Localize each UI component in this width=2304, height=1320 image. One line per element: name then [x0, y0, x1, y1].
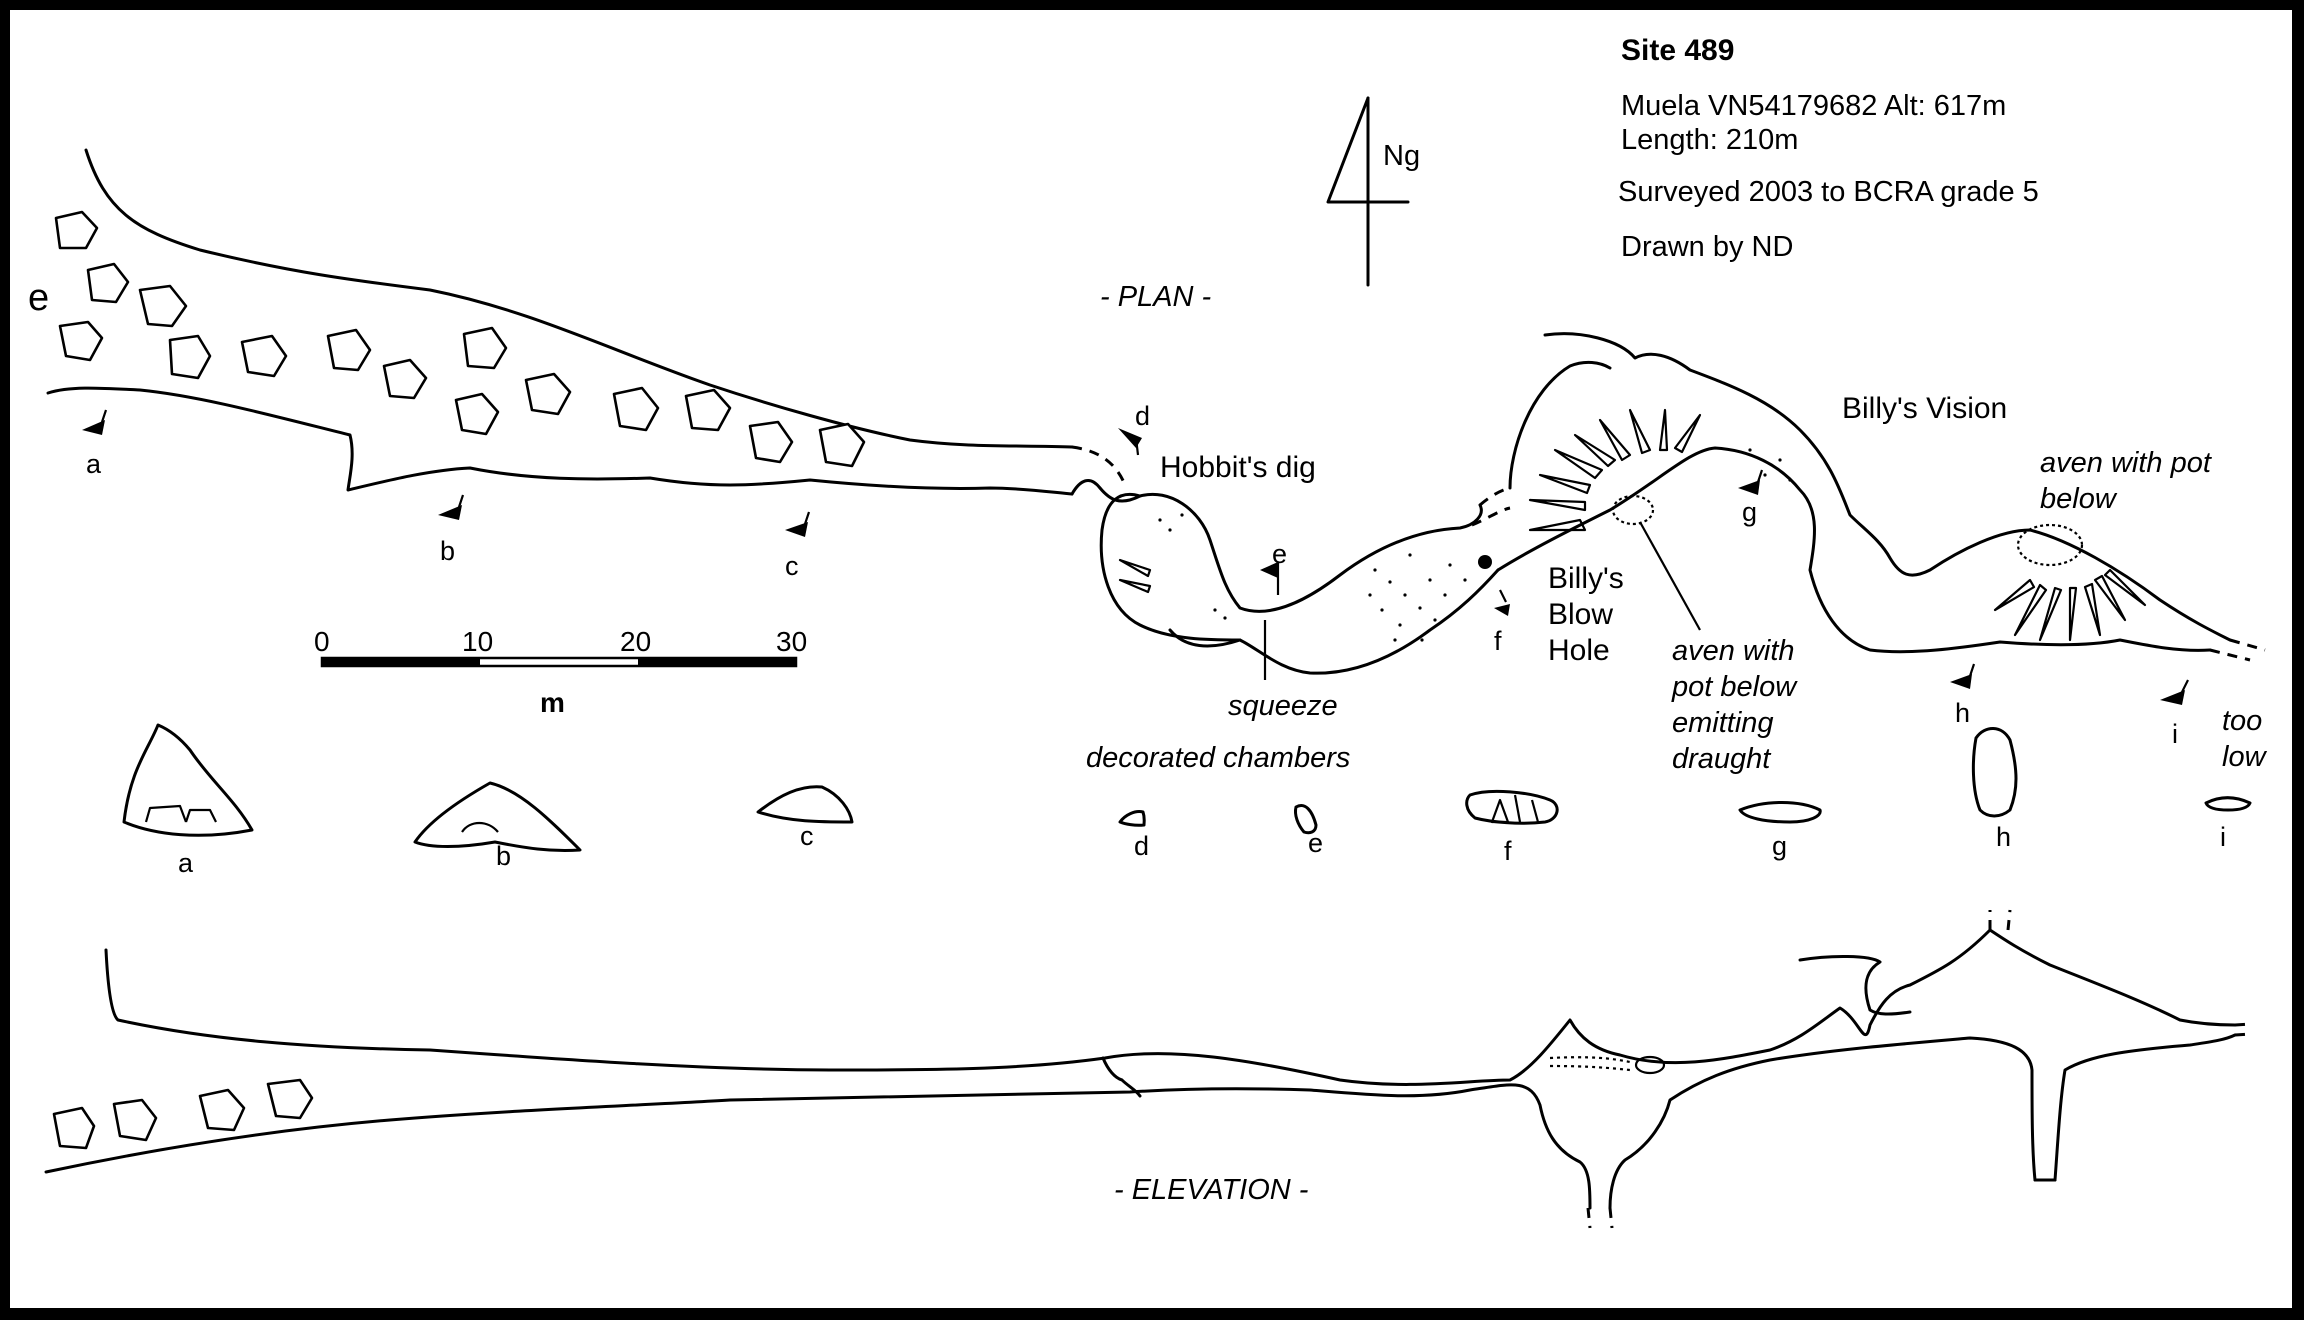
marker-label-b: b	[440, 536, 455, 566]
cross-section-d	[1118, 810, 1146, 827]
surveyed-text: Surveyed 2003 to BCRA grade 5	[1618, 176, 2039, 208]
label-aven-pot-1: aven with pot	[2040, 447, 2213, 479]
marker-label-a: a	[86, 449, 102, 479]
section-label-b: b	[496, 841, 511, 871]
marker-label-h: h	[1955, 698, 1970, 728]
section-marker-c	[785, 511, 811, 537]
plan-entrance-passage	[46, 148, 1074, 496]
marker-label-f: f	[1494, 626, 1502, 656]
label-decorated-chambers: decorated chambers	[1086, 742, 1350, 774]
scale-tick-20: 20	[620, 626, 651, 657]
label-aven-draught-4: draught	[1672, 743, 1772, 775]
elevation-boulders	[52, 1078, 314, 1150]
label-too-low-1: too	[2222, 705, 2262, 737]
marker-label-e: e	[1272, 539, 1287, 569]
elevation-label: - ELEVATION -	[1114, 1174, 1308, 1206]
site-title: Site 489	[1621, 34, 1734, 67]
label-billys-blow-3: Hole	[1548, 634, 1610, 667]
scale-tick-0: 0	[314, 626, 330, 657]
section-marker-a	[82, 409, 108, 435]
label-aven-pot-2: below	[2040, 483, 2118, 515]
north-arrow-icon	[1326, 96, 1410, 287]
marker-label-d: d	[1135, 401, 1150, 431]
label-squeeze: squeeze	[1228, 690, 1338, 722]
entrance-label: e	[28, 277, 49, 319]
section-label-i: i	[2220, 822, 2226, 852]
marker-label-c: c	[785, 551, 799, 581]
section-marker-b	[438, 494, 465, 520]
scale-tick-30: 30	[776, 626, 807, 657]
section-label-d: d	[1134, 831, 1149, 861]
plan-billys-area	[1496, 332, 2266, 662]
section-markers	[82, 409, 2189, 705]
scale-tick-10: 10	[462, 626, 493, 657]
length-text: Length: 210m	[1621, 124, 1798, 156]
section-label-g: g	[1772, 831, 1787, 861]
section-label-a: a	[178, 848, 194, 878]
marker-label-i: i	[2172, 719, 2178, 749]
radial-flowstone-marks	[1118, 408, 2147, 642]
cross-section-c	[756, 785, 854, 824]
north-label: Ng	[1383, 140, 1420, 172]
plan-middle-chambers	[1070, 445, 1511, 675]
label-aven-draught-1: aven with	[1672, 635, 1795, 667]
section-label-h: h	[1996, 822, 2011, 852]
section-marker-f	[1494, 589, 1510, 616]
scale-unit: m	[540, 687, 565, 718]
section-label-f: f	[1504, 836, 1512, 866]
label-billys-blow-2: Blow	[1548, 598, 1613, 631]
cross-section-f	[1465, 789, 1559, 825]
label-hobbits-dig: Hobbit's dig	[1160, 451, 1316, 484]
survey-sheet: Site 489 Muela VN54179682 Alt: 617m Leng…	[10, 10, 2292, 1308]
plan-label: - PLAN -	[1100, 281, 1211, 313]
drawn-by-text: Drawn by ND	[1621, 231, 1793, 263]
cross-section-b	[413, 781, 582, 853]
label-too-low-2: low	[2222, 741, 2268, 773]
label-billys-blow-1: Billy's	[1548, 562, 1624, 595]
cross-section-a	[122, 723, 254, 837]
entrance-boulders	[54, 210, 866, 468]
section-label-c: c	[800, 821, 814, 851]
marker-label-g: g	[1742, 497, 1757, 527]
label-aven-draught-2: pot below	[1671, 671, 1798, 703]
label-aven-draught-3: emitting	[1672, 707, 1774, 739]
cross-section-e	[1294, 804, 1318, 835]
cross-section-g	[1738, 801, 1822, 824]
location-text: Muela VN54179682 Alt: 617m	[1621, 90, 2006, 122]
section-marker-i	[2160, 679, 2189, 705]
section-marker-e	[1260, 562, 1280, 595]
section-label-e: e	[1308, 828, 1323, 858]
scale-bar	[320, 656, 798, 668]
section-marker-h	[1950, 663, 1976, 689]
label-billys-vision: Billy's Vision	[1842, 392, 2007, 425]
section-marker-d	[1118, 428, 1142, 456]
cross-section-h	[1971, 727, 2018, 818]
cross-sections	[122, 723, 2252, 853]
elevation-profile	[44, 909, 2251, 1229]
section-marker-g	[1738, 469, 1764, 495]
cross-section-i	[2204, 796, 2252, 812]
decorated-chamber-stipple	[1158, 448, 1792, 642]
cave-survey-drawing: Site 489 Muela VN54179682 Alt: 617m Leng…	[28, 34, 2268, 1229]
